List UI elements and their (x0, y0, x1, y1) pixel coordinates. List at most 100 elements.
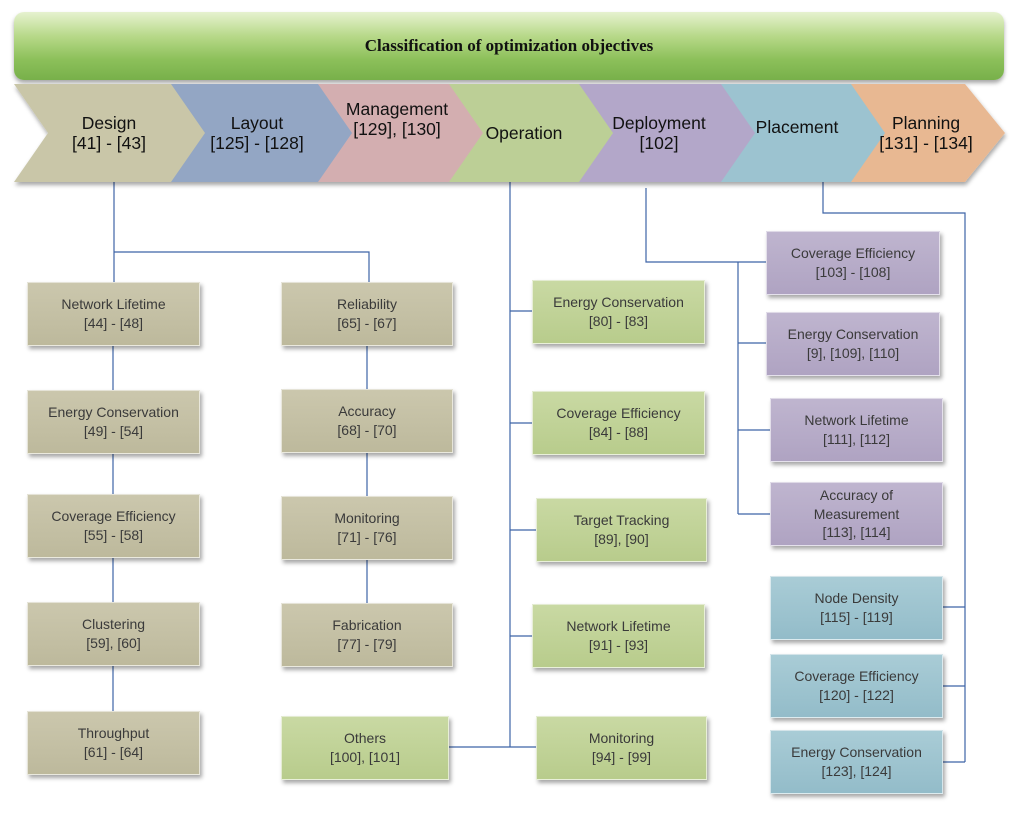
design-branch (114, 251, 370, 282)
chevron-planning (846, 84, 1005, 182)
operation-objective-box: Monitoring [94] - [99] (536, 716, 707, 780)
chevron-design (14, 84, 205, 182)
objective-refs: [94] - [99] (591, 749, 652, 765)
chevron-deployment (574, 84, 755, 182)
design-objective-box: Reliability [65] - [67] (281, 282, 453, 346)
objective-refs: [89], [90] (594, 531, 649, 547)
deployment-trunk (645, 188, 766, 263)
stage-name: Management (345, 98, 449, 119)
title-banner: Classification of optimization objective… (14, 12, 1004, 80)
objective-label: Monitoring (588, 730, 655, 747)
operation-objective-box: Network Lifetime [91] - [93] (532, 604, 705, 668)
operation-objective-box: Target Tracking [89], [90] (536, 498, 707, 562)
stage-management: Management [129], [130] (338, 70, 456, 168)
objective-refs: [77] - [79] (337, 636, 397, 652)
deployment-objective-box: Energy Conservation [9], [109], [110] (766, 312, 940, 376)
stage-name: Deployment (612, 112, 706, 133)
objective-label: Coverage Efficiency (51, 508, 176, 525)
objective-label: Accuracy of Measurement (813, 486, 900, 522)
objective-label: Energy Conservation (787, 326, 919, 343)
stage-refs: [131] - [134] (879, 133, 973, 153)
objective-refs: [123], [124] (821, 763, 892, 779)
objective-refs: [91] - [93] (588, 637, 649, 653)
objective-label: Coverage Efficiency (790, 245, 916, 262)
stage-layout: Layout [125] - [128] (198, 84, 316, 182)
stage-refs: [102] (639, 133, 679, 153)
objective-refs: [49] - [54] (83, 423, 144, 439)
objective-label: Monitoring (334, 510, 400, 527)
objective-refs: [9], [109], [110] (806, 345, 900, 361)
objective-refs: [71] - [76] (337, 529, 397, 545)
objective-label: Reliability (337, 296, 397, 313)
design-objective-box: Throughput [61] - [64] (27, 711, 200, 775)
objective-refs: [44] - [48] (83, 315, 144, 331)
objective-label: Coverage Efficiency (556, 405, 681, 422)
design-objective-box: Energy Conservation [49] - [54] (27, 390, 200, 454)
planning-trunk (822, 182, 966, 762)
objective-refs: [111], [112] (823, 431, 890, 447)
objective-refs: [103] - [108] (815, 264, 891, 280)
design-objective-box: Network Lifetime [44] - [48] (27, 282, 200, 346)
objective-refs: [55] - [58] (83, 527, 144, 543)
objective-label: Network Lifetime (566, 618, 671, 635)
stage-name: Layout (230, 112, 284, 133)
objective-label: Energy Conservation (48, 404, 179, 421)
objective-refs: [113], [114] (822, 524, 891, 541)
objective-label: Network Lifetime (804, 412, 909, 429)
objective-refs: [65] - [67] (337, 315, 397, 331)
objective-label: Clustering (81, 616, 146, 633)
objective-label: Network Lifetime (61, 296, 166, 313)
objective-label: Target Tracking (573, 512, 670, 529)
stage-refs: [125] - [128] (210, 133, 304, 153)
objective-refs: [61] - [64] (83, 744, 144, 760)
stage-name: Design (81, 112, 137, 133)
planning-objective-box: Energy Conservation [123], [124] (770, 730, 943, 794)
objective-label: Throughput (77, 725, 150, 742)
objective-refs: [100], [101] (329, 749, 401, 765)
design-objective-box: Coverage Efficiency [55] - [58] (27, 494, 200, 558)
stage-planning: Planning [131] - [134] (868, 84, 984, 182)
objective-label: Energy Conservation (791, 744, 922, 761)
planning-objective-box: Coverage Efficiency [120] - [122] (770, 654, 943, 718)
planning-branches (943, 606, 965, 763)
objective-label: Fabrication (332, 617, 402, 634)
objective-label: Accuracy (338, 403, 396, 420)
design-objective-box: Clustering [59], [60] (27, 602, 200, 666)
stage-name: Planning (891, 112, 961, 133)
chevron-operation (444, 84, 613, 182)
objective-label: Others (343, 730, 386, 747)
chevron-layout (166, 84, 352, 182)
stage-refs: [41] - [43] (72, 133, 146, 153)
stage-design: Design [41] - [43] (52, 84, 166, 182)
stage-operation: Operation (468, 84, 580, 182)
objective-label: Energy Conservation (553, 294, 684, 311)
planning-objective-box: Node Density [115] - [119] (770, 576, 943, 640)
objective-label: Node Density (814, 590, 899, 607)
objective-refs: [120] - [122] (819, 687, 894, 703)
stage-refs: [129], [130] (353, 119, 441, 139)
operation-branches (510, 310, 536, 748)
stage-name: Operation (485, 122, 563, 143)
stage-deployment: Deployment [102] (600, 84, 718, 182)
deployment-objective-box: Accuracy of Measurement [113], [114] (770, 482, 943, 546)
objective-label: Coverage Efficiency (794, 668, 919, 685)
objective-refs: [59], [60] (86, 635, 141, 651)
operation-objective-box: Coverage Efficiency [84] - [88] (532, 391, 705, 455)
design-objective-box: Monitoring [71] - [76] (281, 496, 453, 560)
operation-objective-box: Energy Conservation [80] - [83] (532, 280, 705, 344)
diagram-title: Classification of optimization objective… (364, 36, 654, 55)
others-box: Others [100], [101] (281, 716, 449, 780)
chevron-management (313, 84, 483, 182)
design-objective-box: Accuracy [68] - [70] (281, 389, 453, 453)
deployment-branches (738, 342, 770, 515)
stage-placement: Placement (742, 78, 852, 176)
stage-chevrons (14, 84, 1005, 182)
objective-refs: [84] - [88] (588, 424, 649, 440)
stage-name: Placement (755, 116, 839, 137)
objective-refs: [68] - [70] (337, 422, 397, 438)
design-objective-box: Fabrication [77] - [79] (281, 603, 453, 667)
objective-refs: [115] - [119] (820, 609, 893, 625)
chevron-placement (716, 84, 885, 182)
objective-refs: [80] - [83] (588, 313, 649, 329)
